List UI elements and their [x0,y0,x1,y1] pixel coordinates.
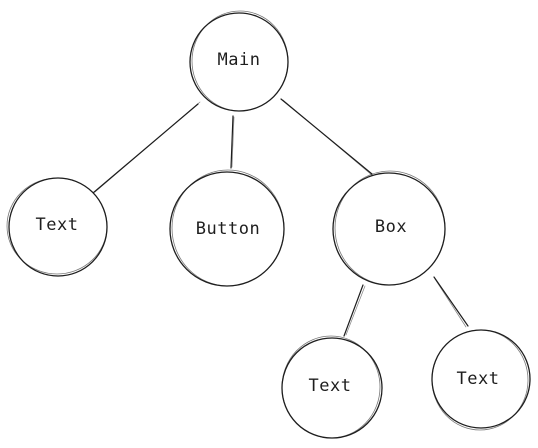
node-text: Text [6,177,108,277]
edge-main-box [280,98,374,177]
node-label-button: Button [196,219,260,239]
node-label-box: Box [375,217,407,237]
node-box: Box [332,170,446,286]
node-text-right: Text [431,329,531,431]
edge-box-text-right [433,276,469,328]
edge-main-button [230,115,235,169]
node-label-text-right: Text [457,369,500,389]
node-button: Button [169,169,285,287]
node-text-left: Text [281,335,383,439]
node-label-main: Main [218,50,261,70]
node-label-text: Text [36,215,79,235]
node-label-text-left: Text [309,376,352,396]
node-main: Main [189,10,289,112]
edge-box-text-left [343,284,366,337]
edge-main-text [92,101,201,194]
edges [92,98,469,337]
